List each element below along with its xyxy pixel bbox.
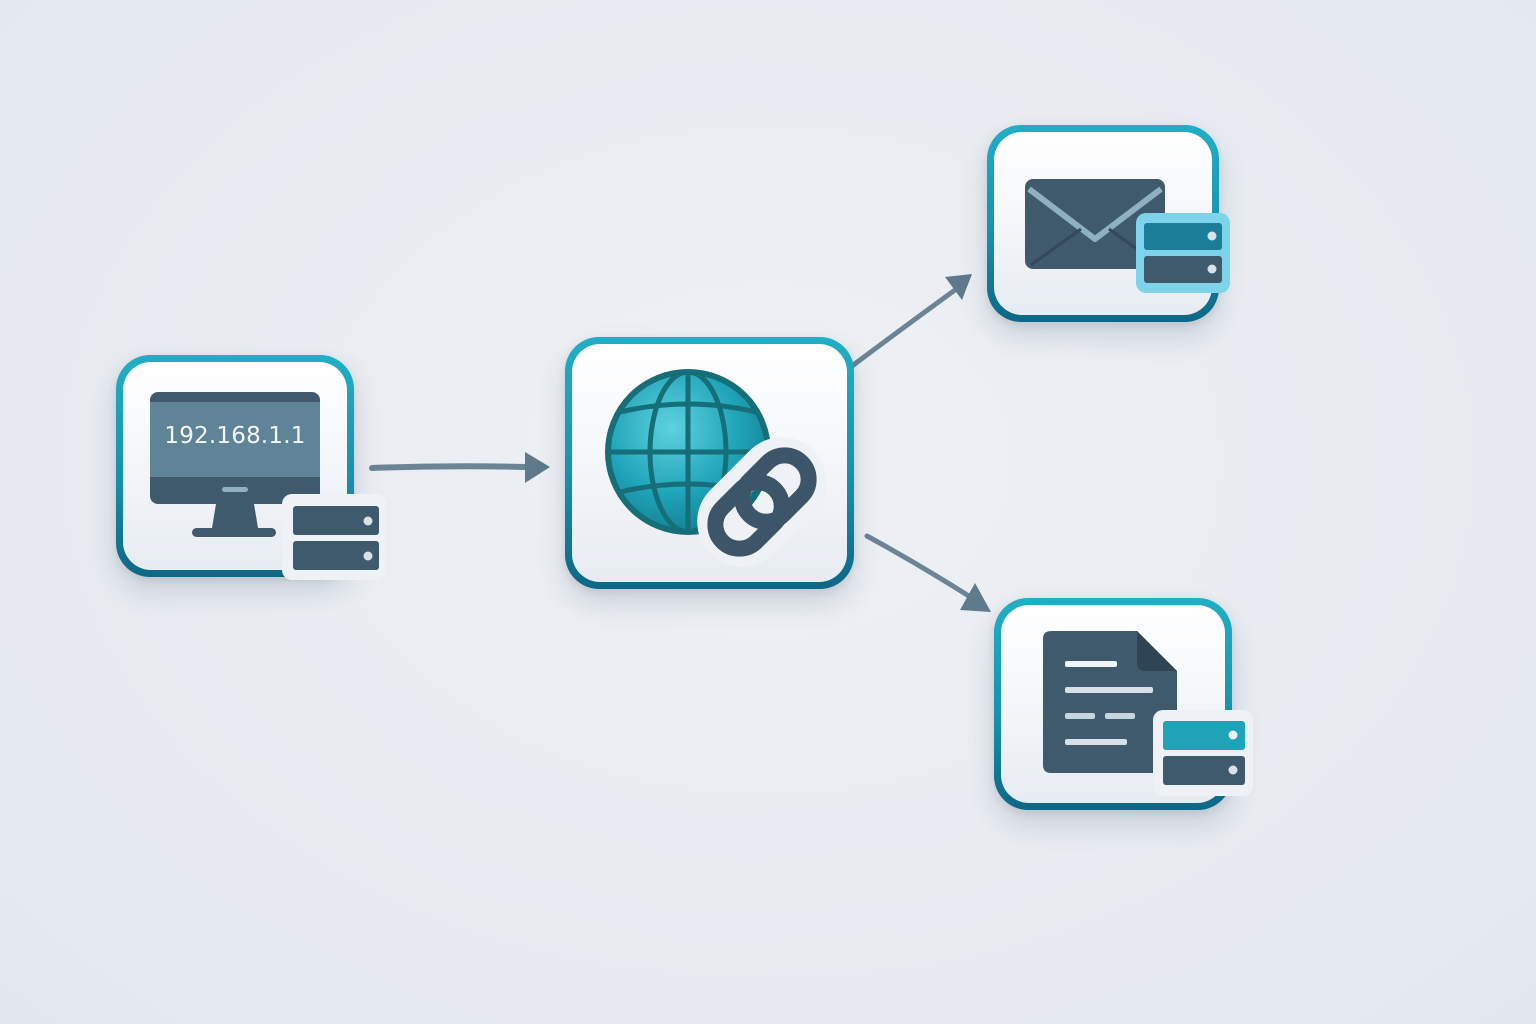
server-stack-icon [282,494,386,580]
link-chain-icon [692,432,832,572]
document-icon [1043,631,1177,773]
client-node[interactable]: 192.168.1.1 [116,355,386,580]
edge-gateway-to-file [864,533,991,612]
file-server-node-body [1001,605,1225,803]
mail-server-node[interactable] [987,125,1230,322]
gateway-node-body [572,344,847,582]
ip-address-label: 192.168.1.1 [164,423,306,449]
server-stack-icon [1136,213,1230,293]
desktop-monitor-icon: 192.168.1.1 [150,392,320,542]
server-stack-icon [1153,710,1253,796]
edge-gateway-to-mail [849,274,972,369]
envelope-icon [1025,179,1165,269]
edge-client-to-gateway [369,452,550,483]
file-server-node[interactable] [994,598,1253,810]
gateway-node[interactable] [565,337,854,589]
